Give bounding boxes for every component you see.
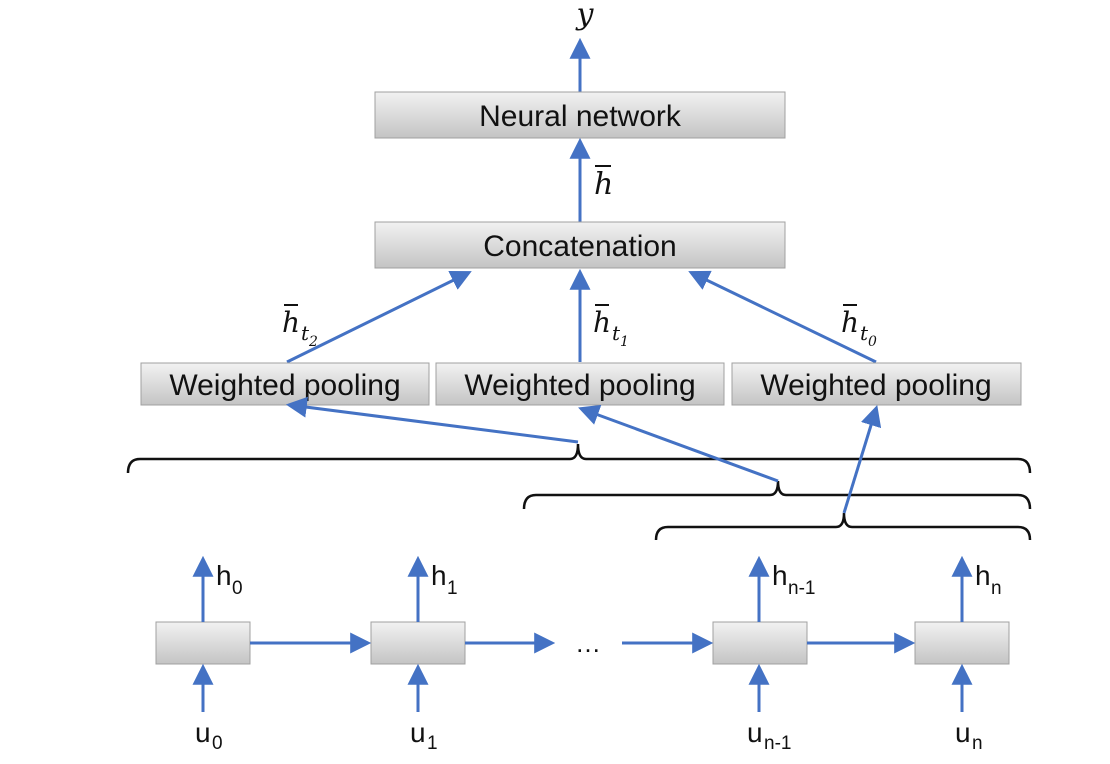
svg-text:u: u xyxy=(195,717,211,748)
svg-text:1: 1 xyxy=(447,578,458,599)
bracket-all-to-pool1-arrow xyxy=(285,396,579,444)
svg-text:n: n xyxy=(972,733,983,754)
un-label: u n xyxy=(955,717,983,754)
neural-network-box: Neural network xyxy=(374,91,786,139)
rnn-cell-1 xyxy=(370,621,466,665)
pool2-to-concat-arrow xyxy=(286,270,472,364)
h-bar-t2-label: h t 2 xyxy=(282,304,318,350)
svg-text:h: h xyxy=(841,306,859,339)
svg-text:0: 0 xyxy=(232,578,243,599)
bracket-last-to-pool3-arrow xyxy=(842,404,882,514)
output-label: y xyxy=(575,0,595,32)
u1-label: u 1 xyxy=(410,717,438,754)
weighted-pooling-label-3: Weighted pooling xyxy=(760,369,991,402)
svg-text:h: h xyxy=(216,560,232,591)
un-1-label: u n-1 xyxy=(747,717,791,754)
pool0-to-concat-arrow xyxy=(688,270,877,364)
hn-label: h n xyxy=(975,560,1002,599)
svg-text:1: 1 xyxy=(620,334,629,350)
weighted-pooling-label-2: Weighted pooling xyxy=(464,369,695,402)
h-bar-t0-label: h t 0 xyxy=(841,304,877,350)
svg-text:0: 0 xyxy=(868,334,877,350)
bracket-last xyxy=(654,512,1032,541)
rnn-cell-n xyxy=(914,621,1010,665)
h-bar-label: h xyxy=(594,165,613,202)
svg-text:n-1: n-1 xyxy=(764,733,791,754)
weighted-pooling-box-2: Weighted pooling xyxy=(435,362,725,406)
svg-text:h: h xyxy=(431,560,447,591)
bracket-all xyxy=(126,443,1032,474)
rnn-cell-n-1 xyxy=(712,621,808,665)
weighted-pooling-box-1: Weighted pooling xyxy=(140,362,430,406)
bracket-middle xyxy=(522,480,1032,510)
concatenation-box: Concatenation xyxy=(374,221,786,269)
svg-text:2: 2 xyxy=(308,334,318,350)
svg-text:t: t xyxy=(301,321,310,345)
h0-label: h 0 xyxy=(216,560,243,599)
h1-label: h 1 xyxy=(431,560,458,599)
svg-text:h: h xyxy=(593,306,611,339)
svg-text:1: 1 xyxy=(427,733,438,754)
svg-text:0: 0 xyxy=(212,733,223,754)
svg-text:h: h xyxy=(594,167,613,202)
concatenation-label: Concatenation xyxy=(483,230,676,263)
weighted-pooling-label-1: Weighted pooling xyxy=(169,369,400,402)
rnn-cell-0 xyxy=(155,621,251,665)
bracket-middle-to-pool2-arrow xyxy=(578,404,779,483)
neural-network-label: Neural network xyxy=(479,100,682,133)
u0-label: u 0 xyxy=(195,717,223,754)
svg-text:u: u xyxy=(410,717,426,748)
svg-text:t: t xyxy=(860,321,869,345)
svg-text:n-1: n-1 xyxy=(788,578,815,599)
svg-text:h: h xyxy=(975,560,991,591)
hn-1-label: h n-1 xyxy=(772,560,815,599)
weighted-pooling-box-3: Weighted pooling xyxy=(731,362,1022,406)
svg-text:n: n xyxy=(991,578,1002,599)
svg-text:t: t xyxy=(612,321,621,345)
svg-text:h: h xyxy=(772,560,788,591)
svg-text:u: u xyxy=(955,717,971,748)
svg-text:h: h xyxy=(282,306,300,339)
h-bar-t1-label: h t 1 xyxy=(593,304,629,350)
svg-text:u: u xyxy=(747,717,763,748)
ellipsis: … xyxy=(575,628,601,658)
